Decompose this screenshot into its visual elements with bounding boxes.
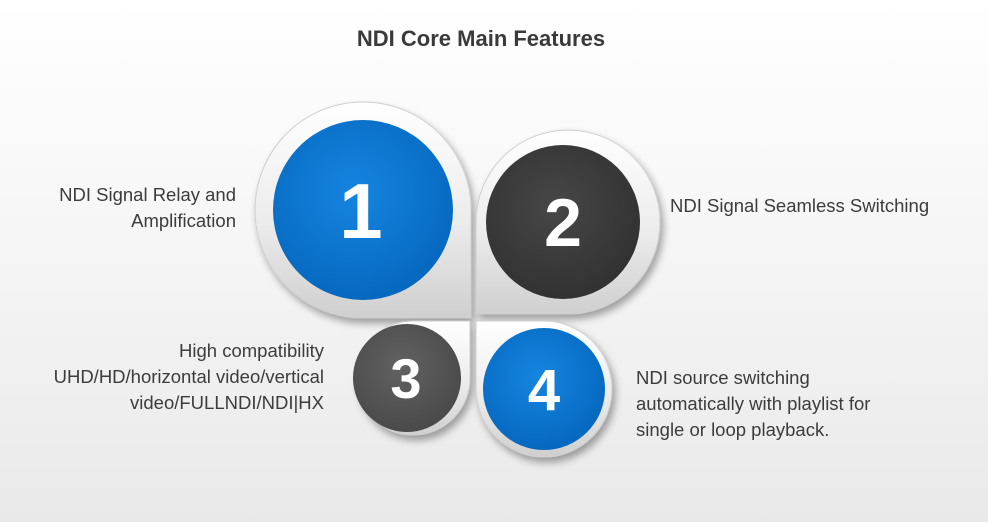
circle-2 (486, 145, 640, 299)
feature-badge-2: 2 (475, 129, 661, 315)
feature-text-3: High compatibility UHD/HD/horizontal vid… (53, 340, 324, 413)
feature-text-1: NDI Signal Relay and Amplification (59, 184, 236, 231)
feature-number-2: 2 (544, 185, 582, 261)
feature-text-2: NDI Signal Seamless Switching (670, 195, 930, 216)
feature-number-3: 3 (390, 347, 421, 410)
feature-number-1: 1 (339, 167, 382, 255)
feature-badge-4: 4 (475, 320, 613, 458)
circle-4 (483, 328, 605, 450)
feature-badge-3: 3 (353, 320, 471, 436)
feature-badge-1: 1 (254, 101, 472, 319)
circle-1 (273, 120, 453, 300)
page-title: NDI Core Main Features (356, 26, 606, 51)
feature-number-4: 4 (528, 358, 560, 423)
circle-3 (353, 324, 461, 432)
feature-text-4: NDI source switching automatically with … (636, 367, 871, 440)
